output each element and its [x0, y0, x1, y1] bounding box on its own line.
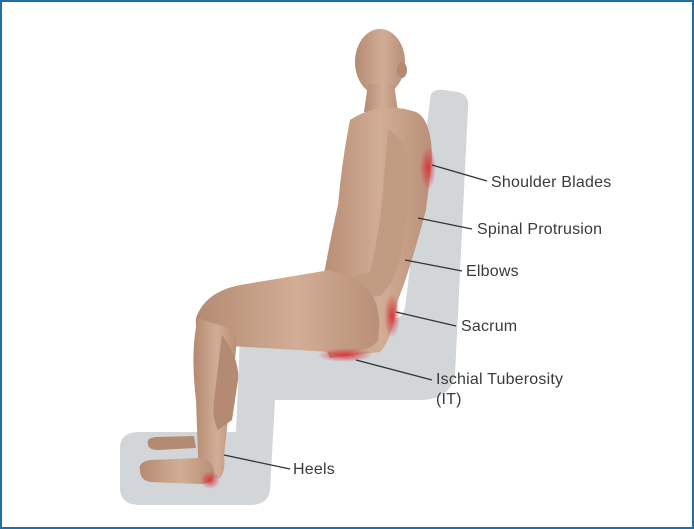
label-sacrum: Sacrum — [461, 317, 517, 337]
label-spinal-protrusion: Spinal Protrusion — [477, 220, 602, 240]
pressure-sacrum — [384, 294, 400, 338]
pressure-ischial — [317, 348, 373, 362]
label-heels: Heels — [293, 460, 335, 480]
label-elbows: Elbows — [466, 262, 519, 282]
label-ischial-tuberosity: Ischial Tuberosity — [436, 370, 563, 390]
human-figure — [140, 29, 432, 484]
label-ischial-abbrev: (IT) — [436, 390, 462, 410]
pressure-shoulder — [420, 146, 436, 190]
pressure-heel — [200, 471, 220, 489]
label-shoulder-blades: Shoulder Blades — [491, 173, 611, 193]
